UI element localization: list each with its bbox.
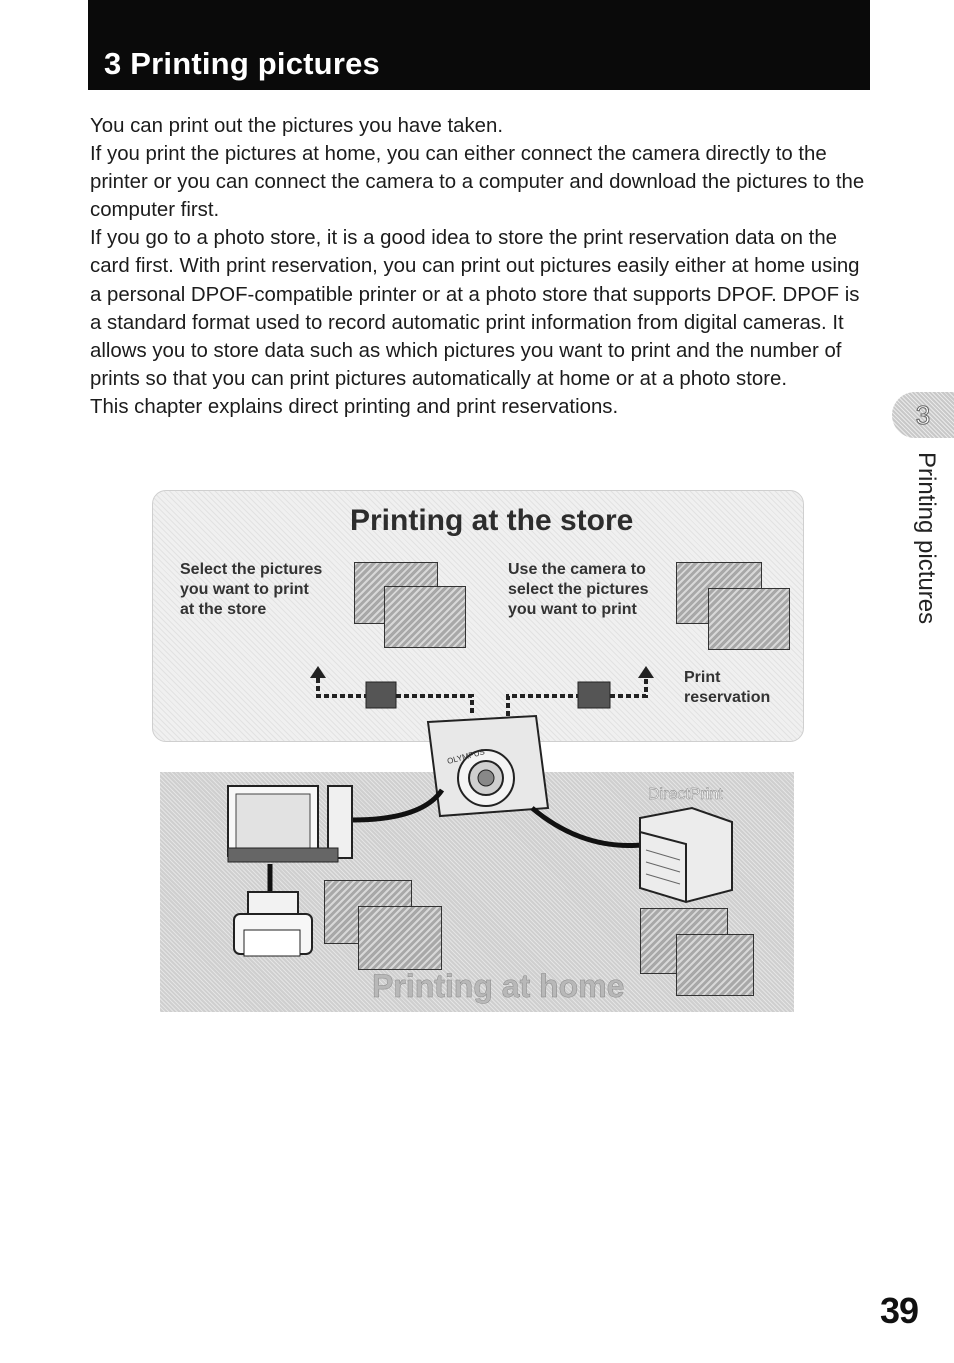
intro-paragraph-2: If you print the pictures at home, you c… [90,143,865,222]
memory-card-icon [577,681,611,709]
intro-paragraph-4: This chapter explains direct printing an… [90,395,619,418]
directprint-label: DirectPrint [648,786,723,803]
store-note-select-at-store: Select the pictures you want to print at… [180,561,323,618]
print-reservation-label: Print reservation [684,669,771,706]
side-tab-number: 3 [892,392,954,438]
computer-icon [227,785,353,892]
camera-icon: OLYMPUS [426,714,550,818]
home-title: Printing at home [372,968,625,1005]
chapter-side-tab: 3 Printing pictures [884,392,954,642]
intro-text: You can print out the pictures you have … [90,112,875,421]
chapter-title: 3 Printing pictures [104,46,380,81]
printer-icon [233,891,313,957]
home-flow-illustration: OLYMPUS [227,714,733,957]
printing-diagram: Printing at the store Select the picture… [152,490,804,1015]
arrow-up-icon [638,666,654,678]
photo-thumbnail [358,906,442,970]
page-number: 39 [880,1290,919,1331]
photo-thumbnail [676,934,754,996]
intro-paragraph-3: If you go to a photo store, it is a good… [90,227,860,390]
photo-thumbnail [708,588,790,650]
side-tab-label: Printing pictures [913,452,940,625]
intro-paragraph-1: You can print out the pictures you have … [90,115,503,137]
arrow-up-icon [310,666,326,678]
store-flow-illustration [310,666,654,716]
chapter-header-bar: 3 Printing pictures [88,0,870,90]
memory-card-icon [365,681,397,709]
photo-thumbnail [384,586,466,648]
store-note-select-with-camera: Use the camera to select the pictures yo… [508,561,649,618]
direct-print-printer-icon [639,806,733,904]
store-title: Printing at the store [350,504,634,537]
